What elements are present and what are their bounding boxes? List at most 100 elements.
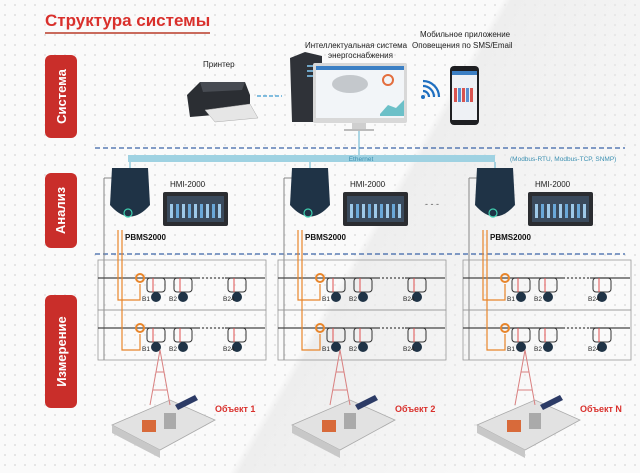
battery-label: B2 <box>534 296 542 303</box>
battery-label: B24 <box>223 346 235 353</box>
ems-label-line1: Интеллектуальная система <box>305 41 408 50</box>
hmi-bar <box>380 204 383 218</box>
tower-icon <box>329 349 351 406</box>
pbms-device-icon <box>110 168 150 218</box>
measurement-string-frame <box>462 309 632 361</box>
hmi-screen-icon <box>163 192 228 226</box>
battery-label: B2 <box>534 346 542 353</box>
solar-panel-icon <box>175 395 198 410</box>
battery-label: B24 <box>588 346 600 353</box>
battery-connector <box>146 277 166 293</box>
hmi-bar <box>194 204 197 218</box>
facility-icon <box>291 349 396 458</box>
battery-connector <box>538 277 558 293</box>
battery-connector <box>146 327 166 343</box>
battery-label: B2 <box>349 346 357 353</box>
facility-ground <box>291 399 396 451</box>
generator-icon <box>507 420 521 432</box>
current-sensor-icon <box>315 323 325 333</box>
pbms-link <box>283 177 292 360</box>
pbms-led <box>123 208 133 218</box>
battery-connector <box>592 277 612 293</box>
ems-label-line2: энергоснабжения <box>328 51 393 60</box>
hmi-bar <box>547 204 550 218</box>
battery-label: B24 <box>403 346 415 353</box>
battery-monitor-icon <box>412 292 422 302</box>
battery-monitor-icon <box>151 342 161 352</box>
pbms-label: PBMS2000 <box>490 233 531 242</box>
current-sensor-icon <box>315 273 325 283</box>
battery-connector <box>173 327 193 343</box>
hmi-bar <box>362 204 365 218</box>
measurement-string-frame <box>277 259 447 311</box>
hmi-bar <box>212 204 215 218</box>
battery-connector <box>511 277 531 293</box>
facility-ground <box>111 399 216 451</box>
object-label: Объект 1 <box>215 404 256 414</box>
measurement-string-frame <box>97 309 267 361</box>
battery-connector <box>353 327 373 343</box>
pbms-device-icon <box>290 168 330 218</box>
sensor-wire <box>486 230 506 351</box>
battery-label: B2 <box>349 296 357 303</box>
hmi-bar <box>565 204 568 218</box>
battery-connector <box>326 277 346 293</box>
pbms-link <box>103 177 112 360</box>
current-sensor-icon <box>500 273 510 283</box>
battery-label: B1 <box>142 346 150 353</box>
hmi-bar <box>374 204 377 218</box>
sensor-wire <box>482 230 506 301</box>
current-sensor-icon <box>135 323 145 333</box>
hmi-label: HMI-2000 <box>350 180 386 189</box>
battery-label: B1 <box>507 296 515 303</box>
wifi-icon <box>421 79 441 99</box>
pbms-link <box>468 177 477 360</box>
printer-icon <box>187 82 259 123</box>
monitor-dashboard-icon <box>313 63 407 131</box>
pbms-body <box>475 168 515 217</box>
battery-connector <box>227 327 247 343</box>
section-measurement: Измерение <box>45 295 77 408</box>
mobile-label-line1: Мобильное приложение <box>420 30 511 39</box>
hmi-bar <box>577 204 580 218</box>
measurement-string-frame <box>462 259 632 311</box>
battery-monitor-icon <box>597 292 607 302</box>
ethernet-bus <box>128 155 495 162</box>
battery-label: B24 <box>588 296 600 303</box>
pbms-device-icon <box>475 168 515 218</box>
hmi-bar <box>392 204 395 218</box>
battery-connector <box>227 277 247 293</box>
battery-monitor-icon <box>516 292 526 302</box>
section-system: Система <box>45 55 77 138</box>
hmi-bar <box>218 204 221 218</box>
fuel-tank-icon <box>529 413 541 429</box>
pbms-led <box>303 208 313 218</box>
protocols-label: (Modbus-RTU, Modbus-TCP, SNMP) <box>510 156 616 163</box>
printer-label: Принтер <box>203 60 235 69</box>
more-columns-ellipsis: - - - <box>425 199 439 209</box>
battery-connector <box>592 327 612 343</box>
measurement-string-frame <box>97 259 267 311</box>
pbms-led <box>488 208 498 218</box>
generator-icon <box>142 420 156 432</box>
hmi-bar <box>541 204 544 218</box>
battery-monitor-icon <box>151 292 161 302</box>
battery-label: B2 <box>169 296 177 303</box>
battery-label: B1 <box>322 296 330 303</box>
ethernet-label: Ethernet <box>349 156 374 163</box>
tower-icon <box>514 349 536 406</box>
battery-label: B24 <box>223 296 235 303</box>
pbms-body <box>110 168 150 217</box>
hmi-bar <box>386 204 389 218</box>
mobile-phone-icon <box>450 66 479 125</box>
sensor-wire <box>301 230 321 351</box>
hmi-bar <box>368 204 371 218</box>
hmi-bar <box>188 204 191 218</box>
pbms-body <box>290 168 330 217</box>
current-sensor-icon <box>135 273 145 283</box>
battery-monitor-icon <box>331 292 341 302</box>
battery-monitor-icon <box>232 292 242 302</box>
battery-connector <box>173 277 193 293</box>
hmi-bar <box>206 204 209 218</box>
